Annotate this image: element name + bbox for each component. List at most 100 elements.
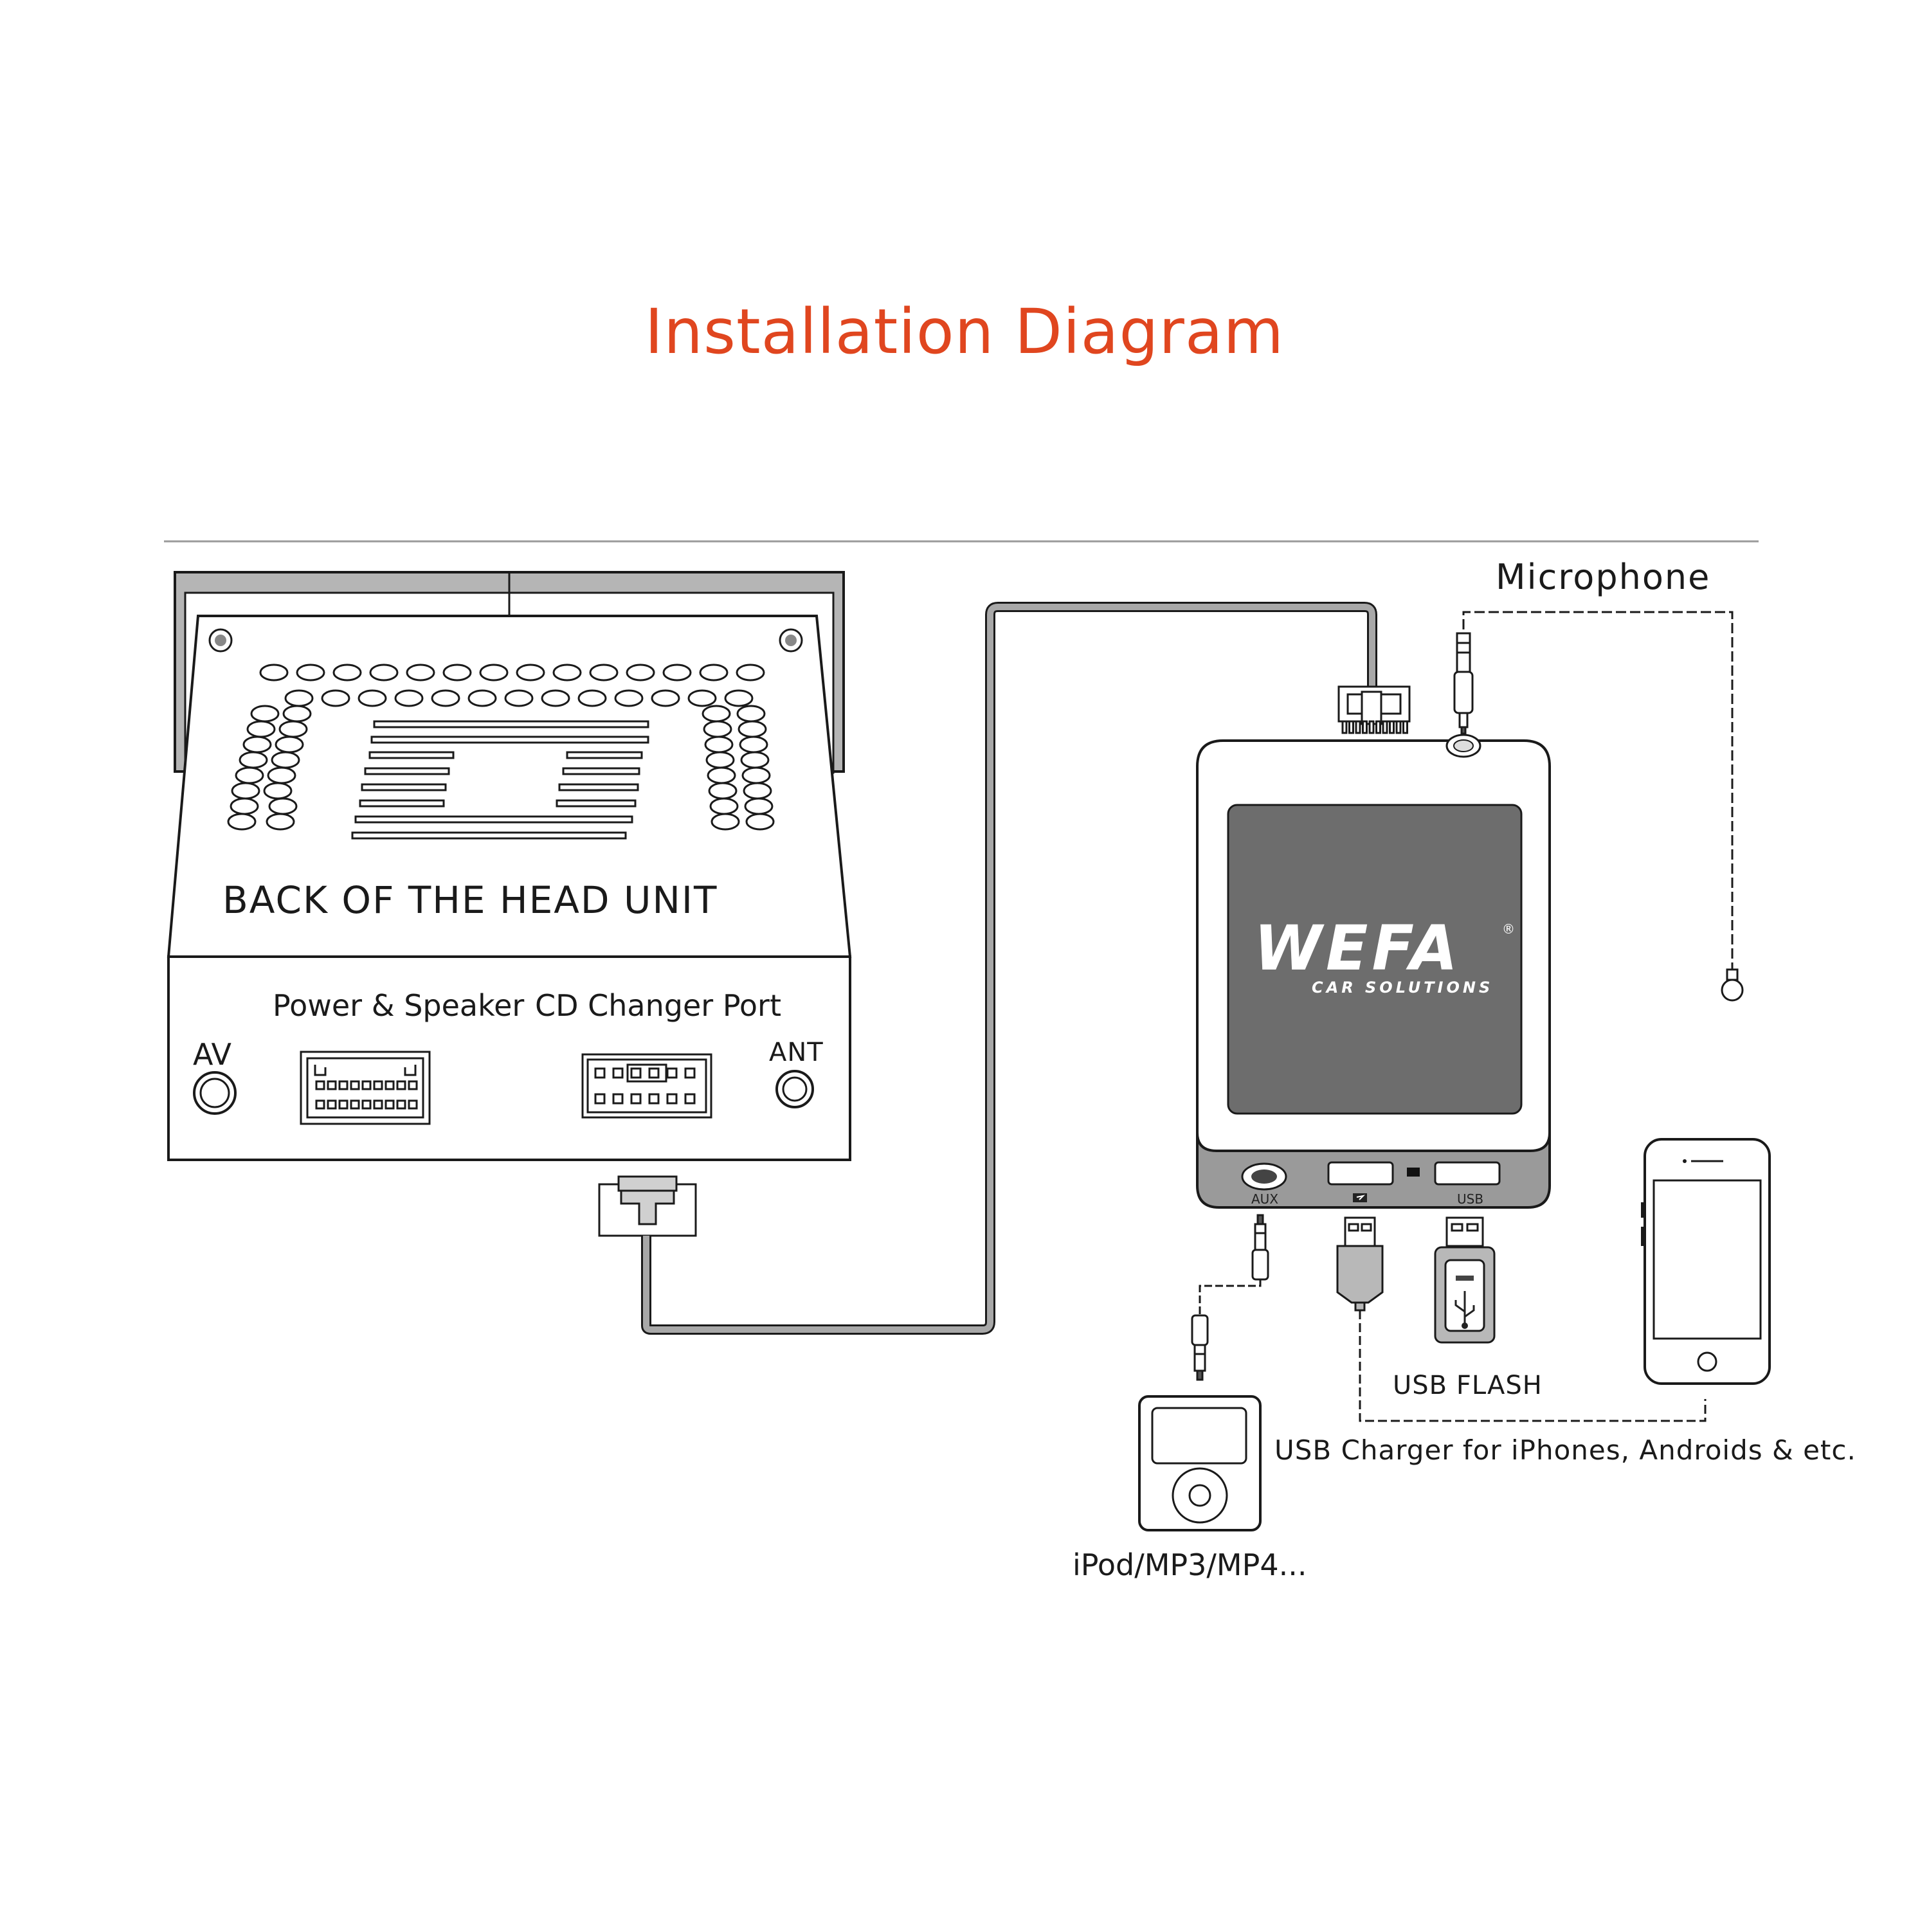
vent-hole <box>687 689 717 707</box>
vent-hole <box>614 689 644 707</box>
av-label: AV <box>193 1037 232 1072</box>
screw-icon <box>779 628 803 653</box>
harness-pin <box>1368 720 1375 734</box>
page-title: Installation Diagram <box>644 296 1285 368</box>
vent-hole <box>442 664 472 682</box>
wefa-module: WEFA ® CAR SOLUTIONS AUX USB <box>1196 734 1551 1209</box>
vent-hole <box>332 664 362 682</box>
vent-holes <box>227 664 775 831</box>
ant-label: ANT <box>769 1038 824 1067</box>
vent-hole <box>479 664 509 682</box>
harness-pin <box>1402 720 1408 734</box>
connector-pin <box>373 1080 383 1090</box>
connector-pin <box>666 1093 678 1105</box>
connector-pin <box>684 1067 696 1079</box>
vent-slots <box>351 720 649 840</box>
module-harness-connector <box>1337 685 1411 734</box>
connector-pin <box>373 1099 383 1110</box>
cd-changer-plug <box>598 1175 697 1237</box>
harness-pin <box>1355 720 1361 734</box>
harness-pin <box>1341 720 1348 734</box>
ipod-icon <box>1138 1395 1262 1531</box>
connector-pin <box>648 1067 660 1079</box>
usb-flash-drive-icon <box>1434 1216 1496 1344</box>
harness-pin <box>1382 720 1388 734</box>
mic-port-icon <box>1445 734 1481 758</box>
connector-pin <box>612 1067 624 1079</box>
connector-pin <box>408 1080 418 1090</box>
vent-hole <box>577 689 607 707</box>
vent-hole <box>724 689 754 707</box>
main-cable <box>641 602 1377 1335</box>
aux-cable <box>1191 1214 1269 1381</box>
vent-hole <box>369 664 399 682</box>
aux-port-label: AUX <box>1251 1191 1278 1207</box>
mic-jack-plug-icon <box>1453 632 1474 735</box>
harness-pin <box>1348 720 1354 734</box>
harness-pin <box>1362 720 1368 734</box>
ipod-label: iPod/MP3/MP4... <box>1073 1548 1307 1582</box>
head-unit: BACK OF THE HEAD UNIT Power & Speaker CD… <box>167 571 852 1161</box>
charger-usb-port <box>1327 1161 1394 1186</box>
vent-hole <box>662 664 692 682</box>
connector-pin <box>594 1093 606 1105</box>
smartphone-icon <box>1641 1138 1771 1385</box>
connector-pin <box>327 1080 337 1090</box>
vent-hole <box>266 813 295 831</box>
vent-hole <box>736 664 765 682</box>
harness-pin <box>1395 720 1402 734</box>
charge-icon <box>1353 1193 1367 1202</box>
back-of-head-unit-label: BACK OF THE HEAD UNIT <box>222 878 718 922</box>
av-jack-icon <box>193 1071 237 1115</box>
connector-pin <box>315 1080 325 1090</box>
vent-hole <box>504 689 534 707</box>
connector-pin <box>361 1099 372 1110</box>
ant-jack-icon <box>775 1070 814 1108</box>
vent-hole <box>516 664 545 682</box>
brand-registered-mark: ® <box>1502 921 1515 937</box>
screw-icon <box>208 628 233 653</box>
head-unit-connector-panel <box>167 955 851 1161</box>
vent-hole <box>626 664 655 682</box>
vent-hole <box>406 664 435 682</box>
connector-pin <box>684 1093 696 1105</box>
connector-pin <box>648 1093 660 1105</box>
connector-pin <box>338 1099 349 1110</box>
vent-hole <box>699 664 729 682</box>
connector-pin <box>350 1080 360 1090</box>
status-led <box>1407 1168 1420 1177</box>
cd-changer-connector <box>581 1053 712 1119</box>
connector-pin <box>396 1099 406 1110</box>
vent-hole <box>321 689 350 707</box>
connector-pin <box>630 1093 642 1105</box>
module-face <box>1227 804 1523 1115</box>
connector-pin <box>666 1067 678 1079</box>
connector-pin <box>327 1099 337 1110</box>
connector-pin <box>612 1093 624 1105</box>
connector-pin <box>396 1080 406 1090</box>
microphone-label: Microphone <box>1496 557 1710 597</box>
vent-hole <box>358 689 387 707</box>
brand-subtitle: CAR SOLUTIONS <box>1312 979 1493 997</box>
connector-pin <box>350 1099 360 1110</box>
vent-hole <box>552 664 582 682</box>
power-speaker-connector <box>300 1051 431 1125</box>
vent-hole <box>467 689 497 707</box>
vent-hole <box>745 813 775 831</box>
usb-charger-label: USB Charger for iPhones, Androids & etc. <box>1274 1434 1856 1466</box>
connector-latch <box>314 1065 417 1076</box>
connector-pin <box>630 1067 642 1079</box>
microphone-icon <box>1721 968 1744 1002</box>
vent-hole <box>394 689 424 707</box>
usb-flash-label: USB FLASH <box>1393 1371 1543 1400</box>
vent-hole <box>651 689 680 707</box>
brand-logo: WEFA <box>1254 912 1462 984</box>
vent-hole <box>227 813 257 831</box>
aux-port-icon <box>1241 1162 1287 1191</box>
connector-key <box>626 1063 667 1083</box>
connector-pin <box>315 1099 325 1110</box>
vent-hole <box>296 664 325 682</box>
connector-pin <box>361 1080 372 1090</box>
